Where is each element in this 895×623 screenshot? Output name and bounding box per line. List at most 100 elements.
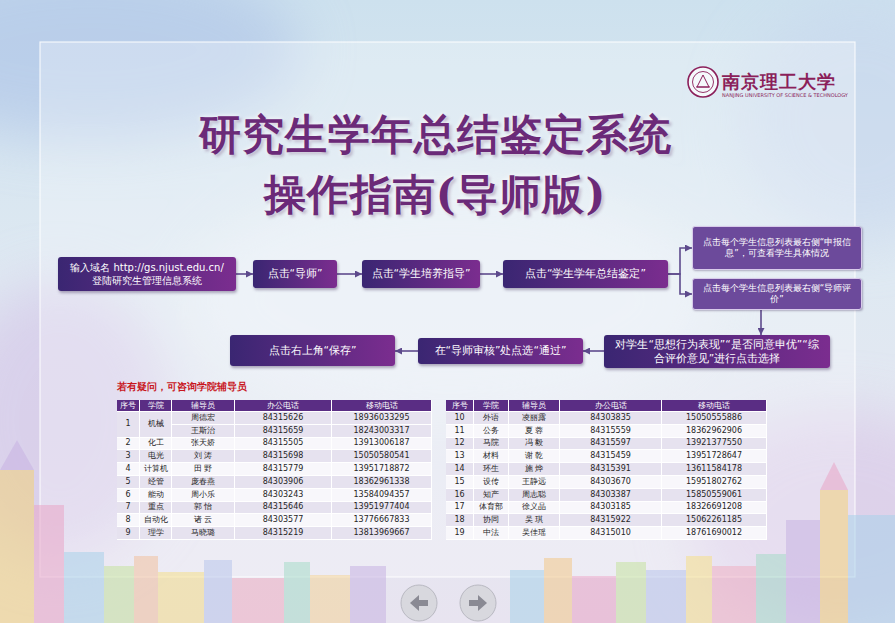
table-cell: 13913006187	[332, 438, 432, 451]
table-cell: 14	[446, 463, 474, 476]
table-cell: 84303243	[235, 489, 332, 502]
table-cell: 13951977404	[332, 502, 432, 515]
table-cell: 12	[446, 438, 474, 451]
table-cell: 计算机	[140, 463, 172, 476]
box-text: 点击每个学生信息列表最右侧“导师评价”	[699, 283, 855, 305]
table-cell: 84303670	[560, 476, 662, 489]
table-cell: 11	[446, 425, 474, 438]
table-cell: 84315646	[235, 502, 332, 515]
table-cell: 庞春燕	[172, 476, 235, 489]
table-cell: 王静远	[509, 476, 560, 489]
table-cell: 张天娇	[172, 438, 235, 451]
table-cell: 马晓璐	[172, 527, 235, 540]
flow-arrow	[668, 248, 692, 274]
table-cell: 6	[117, 489, 140, 502]
table-cell: 马院	[474, 438, 509, 451]
table-cell: 周德宏	[172, 412, 235, 425]
table-cell: 13	[446, 450, 474, 463]
flow-arrow	[583, 350, 604, 352]
box-text: 输入域名 http://gs.njust.edu.cn/ 登陆研究生管理信息系统	[64, 261, 230, 287]
page-title: 研究生学年总结鉴定系统 操作指南(导师版)	[190, 105, 680, 225]
table-cell: 徐义晶	[509, 502, 560, 515]
table-cell: 材料	[474, 450, 509, 463]
table-cell: 18936033295	[332, 412, 432, 425]
table-cell: 8	[117, 514, 140, 527]
box-text: 在“导师审核”处点选“通过”	[435, 344, 567, 358]
table-header-cell: 办公电话	[235, 400, 332, 412]
table-cell: 外语	[474, 412, 509, 425]
table-cell: 重点	[140, 502, 172, 515]
table-cell: 理学	[140, 527, 172, 540]
table-cell: 郭 怡	[172, 502, 235, 515]
table-header-cell: 学院	[474, 400, 509, 412]
box-text: 对学生“思想行为表现”“是否同意申优”“综合评价意见”进行点击选择	[610, 338, 824, 365]
process-box: 点击右上角“保存”	[230, 335, 395, 366]
flow-arrow	[337, 273, 362, 275]
table-cell: 15951802762	[662, 476, 767, 489]
table-cell: 4	[117, 463, 140, 476]
table-header-cell: 序号	[117, 400, 140, 412]
table-cell: 16	[446, 489, 474, 502]
table-cell: 能动	[140, 489, 172, 502]
table-cell: 设传	[474, 476, 509, 489]
table-cell: 周小乐	[172, 489, 235, 502]
table-cell: 协同	[474, 514, 509, 527]
box-text: 点击每个学生信息列表最右侧“申报信息”，可查看学生具体情况	[699, 237, 855, 259]
table-cell: 凌丽露	[509, 412, 560, 425]
table-header-cell: 序号	[446, 400, 474, 412]
table-cell: 吴佳瑶	[509, 527, 560, 540]
table-cell: 施 烨	[509, 463, 560, 476]
table-cell: 17	[446, 502, 474, 515]
table-header-cell: 辅导员	[172, 400, 235, 412]
table-cell: 84315626	[235, 412, 332, 425]
table-cell: 1	[117, 412, 140, 438]
flow-arrow	[760, 310, 762, 335]
table-cell: 84315505	[235, 438, 332, 451]
process-box: 在“导师审核”处点选“通过”	[418, 338, 583, 364]
contact-note: 若有疑问，可咨询学院辅导员	[117, 381, 247, 394]
table-cell: 84303906	[235, 476, 332, 489]
table-cell: 15050555886	[662, 412, 767, 425]
table-cell: 18362962906	[662, 425, 767, 438]
table-header-cell: 学院	[140, 400, 172, 412]
table-cell: 18761690012	[662, 527, 767, 540]
flow-arrow	[395, 350, 418, 352]
table-cell: 周志聪	[509, 489, 560, 502]
table-cell: 13776667833	[332, 514, 432, 527]
table-cell: 13584094357	[332, 489, 432, 502]
box-text: 点击“学生学年总结鉴定”	[525, 267, 646, 281]
table-cell: 18362961338	[332, 476, 432, 489]
table-cell: 9	[117, 527, 140, 540]
table-cell: 吴 琪	[509, 514, 560, 527]
process-box: 输入域名 http://gs.njust.edu.cn/ 登陆研究生管理信息系统	[58, 257, 236, 291]
university-emblem	[688, 67, 718, 97]
table-cell: 13611584178	[662, 463, 767, 476]
flow-arrow	[480, 273, 503, 275]
table-cell: 2	[117, 438, 140, 451]
box-text: 点击右上角“保存”	[269, 344, 357, 358]
option-box: 点击每个学生信息列表最右侧“申报信息”，可查看学生具体情况	[692, 226, 862, 270]
table-cell: 中法	[474, 527, 509, 540]
process-box: 点击“导师”	[253, 260, 337, 288]
table-cell: 经管	[140, 476, 172, 489]
table-cell: 18243003317	[332, 425, 432, 438]
process-box: 对学生“思想行为表现”“是否同意申优”“综合评价意见”进行点击选择	[604, 335, 830, 368]
table-cell: 谢 乾	[509, 450, 560, 463]
table-header-cell: 移动电话	[332, 400, 432, 412]
table-cell: 15050580541	[332, 450, 432, 463]
table-cell: 13921377550	[662, 438, 767, 451]
table-cell: 3	[117, 450, 140, 463]
table-cell: 机械	[140, 412, 172, 438]
table-cell: 84303185	[560, 502, 662, 515]
table-cell: 7	[117, 502, 140, 515]
table-cell: 13813969667	[332, 527, 432, 540]
table-cell: 知产	[474, 489, 509, 502]
table-cell: 84303577	[235, 514, 332, 527]
table-cell: 10	[446, 412, 474, 425]
table-cell: 15062261185	[662, 514, 767, 527]
table-cell: 84315659	[235, 425, 332, 438]
table-cell: 刘 涛	[172, 450, 235, 463]
process-box: 点击“学生培养指导”	[362, 260, 480, 288]
table-cell: 84315698	[235, 450, 332, 463]
table-cell: 84315010	[560, 527, 662, 540]
